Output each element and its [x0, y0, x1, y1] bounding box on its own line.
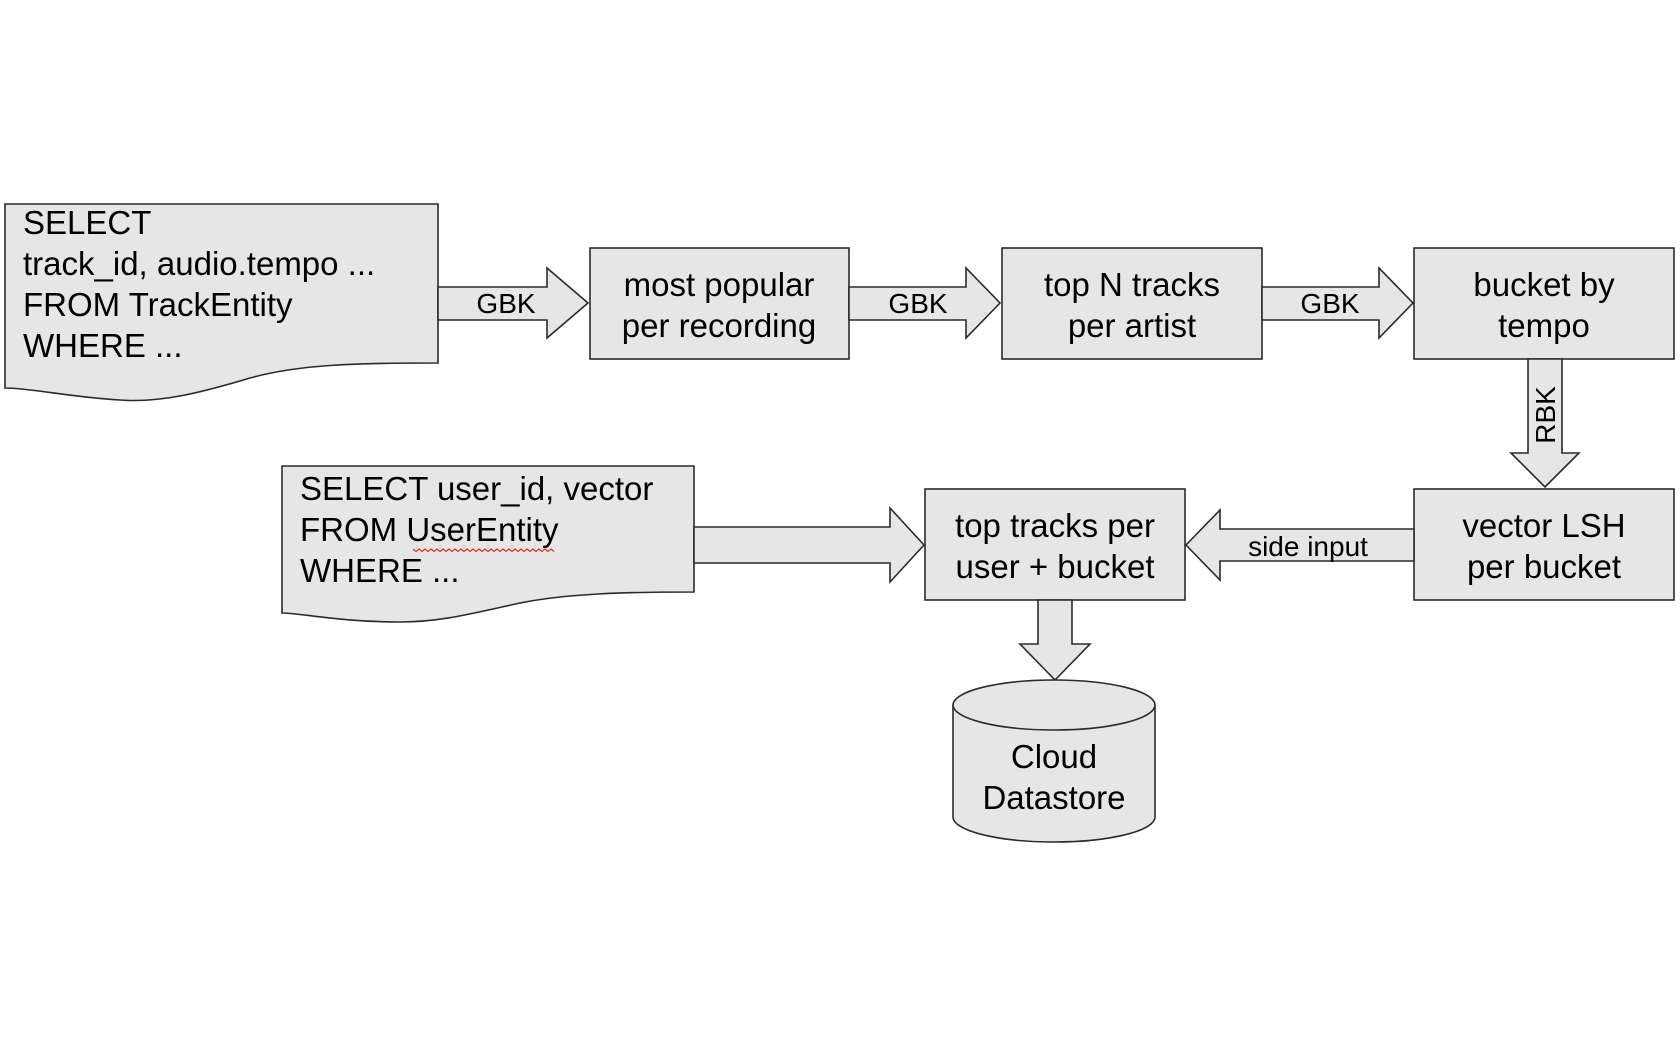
side-input-label: side input — [1248, 531, 1368, 562]
side-input-arrow: side input — [1184, 508, 1415, 582]
user-query-line-1: SELECT user_id, vector — [300, 470, 653, 507]
node-vector-lsh: vector LSH per bucket — [1413, 488, 1675, 601]
most-popular-line-1: most popular — [624, 266, 815, 303]
node-top-n-tracks: top N tracks per artist — [1001, 247, 1263, 360]
track-query-line-3: FROM TrackEntity — [23, 286, 293, 323]
track-query-line-1: SELECT — [23, 204, 151, 241]
gbk-arrow-1: GBK — [437, 266, 590, 340]
lsh-line-1: vector LSH — [1462, 507, 1625, 544]
datastore-line-1: Cloud — [1011, 738, 1097, 775]
top-n-line-2: per artist — [1068, 307, 1196, 344]
gbk-arrow-2: GBK — [848, 266, 1002, 340]
user-query-document: SELECT user_id, vector FROM UserEntity W… — [281, 465, 695, 623]
gbk-label-1: GBK — [476, 288, 535, 319]
rbk-label: RBK — [1530, 386, 1561, 444]
user-query-arrow — [693, 505, 926, 585]
lsh-line-2: per bucket — [1467, 548, 1621, 585]
node-top-tracks-per-user: top tracks per user + bucket — [924, 488, 1186, 601]
track-query-line-2: track_id, audio.tempo ... — [23, 245, 375, 282]
spellcheck-underline — [412, 548, 555, 553]
user-query-line-3: WHERE ... — [300, 552, 460, 589]
datastore-arrow — [1018, 599, 1092, 682]
most-popular-line-2: per recording — [622, 307, 816, 344]
top-n-line-1: top N tracks — [1044, 266, 1220, 303]
gbk-arrow-3: GBK — [1261, 266, 1415, 340]
bucket-line-1: bucket by — [1473, 266, 1615, 303]
track-query-line-4: WHERE ... — [23, 327, 183, 364]
bucket-line-2: tempo — [1498, 307, 1590, 344]
node-bucket-by-tempo: bucket by tempo — [1413, 247, 1675, 360]
top-tracks-line-2: user + bucket — [955, 548, 1154, 585]
track-query-document: SELECT track_id, audio.tempo ... FROM Tr… — [4, 203, 439, 402]
top-tracks-line-1: top tracks per — [955, 507, 1155, 544]
user-query-line-2: FROM UserEntity — [300, 511, 559, 548]
gbk-label-3: GBK — [1300, 288, 1359, 319]
gbk-label-2: GBK — [888, 288, 947, 319]
rbk-arrow: RBK — [1509, 358, 1581, 489]
cloud-datastore-cylinder: Cloud Datastore — [952, 679, 1156, 843]
node-most-popular: most popular per recording — [589, 247, 850, 360]
datastore-line-2: Datastore — [982, 779, 1125, 816]
